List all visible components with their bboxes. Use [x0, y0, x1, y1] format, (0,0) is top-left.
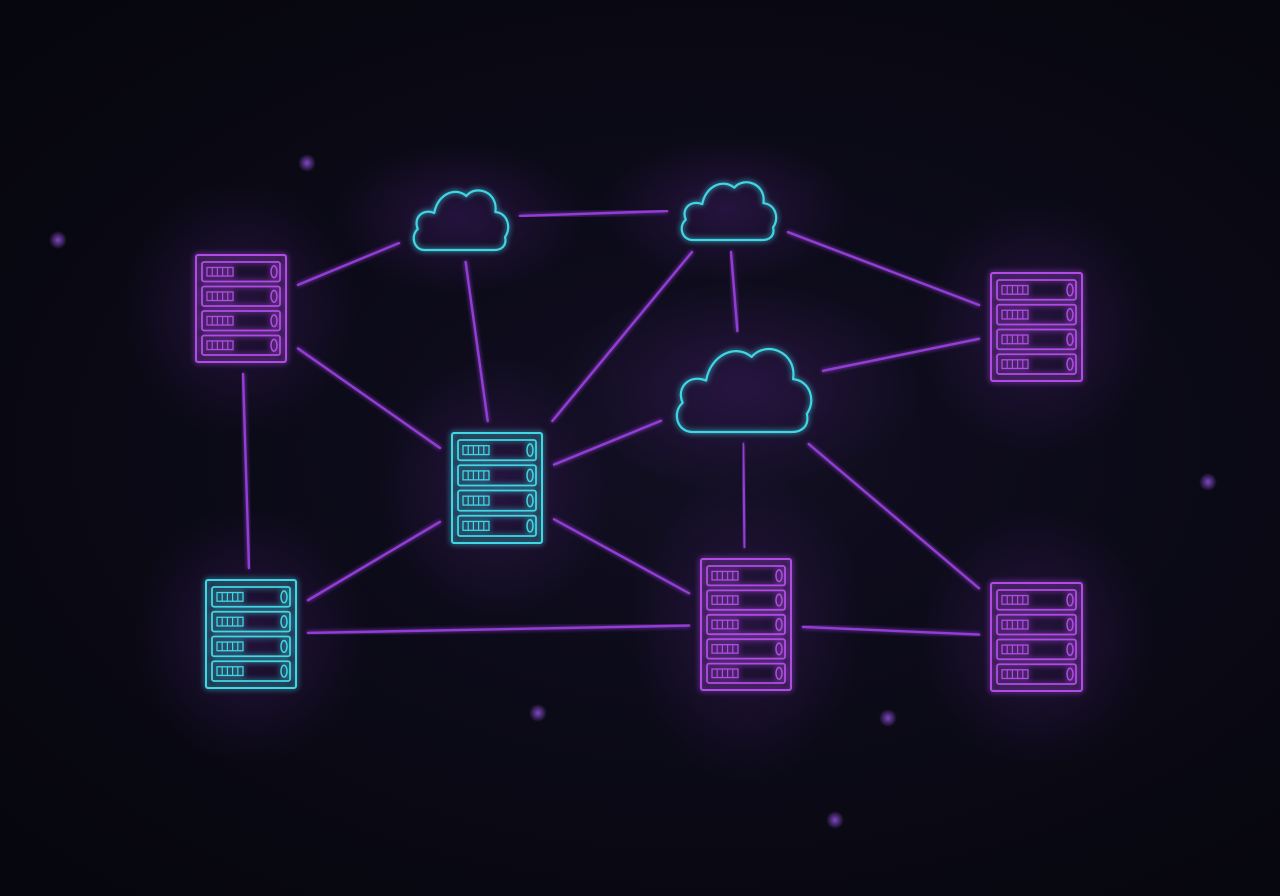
glow-halo [918, 197, 1155, 457]
status-led [270, 289, 278, 303]
status-led [526, 468, 534, 483]
status-led [775, 642, 783, 656]
status-led [775, 593, 783, 607]
status-led [526, 519, 534, 533]
server-slot [706, 613, 786, 636]
glow-particle [529, 704, 547, 722]
server-slot [706, 565, 786, 587]
background-glow-layer [49, 134, 1217, 829]
cloud-top-center-cloud-icon [680, 181, 778, 242]
status-led [775, 617, 783, 632]
server-center-server-icon [451, 432, 543, 544]
status-led [526, 443, 534, 457]
status-led [1066, 357, 1074, 371]
connection-line [801, 625, 981, 636]
connection-line [729, 250, 739, 333]
connection-line [518, 209, 669, 218]
glow-halo [562, 280, 922, 495]
connection-line [306, 520, 442, 602]
server-bottom-center-server-icon [700, 558, 792, 691]
server-slot [996, 638, 1077, 661]
server-slot [457, 439, 537, 462]
server-top-left-server-icon [195, 254, 287, 363]
server-slot [706, 638, 786, 660]
status-led [1066, 332, 1074, 347]
server-slot [996, 589, 1077, 611]
connection-line [807, 442, 981, 590]
connection-line [296, 241, 401, 287]
glow-halo [601, 134, 854, 284]
connection-line [786, 230, 981, 307]
connection-line [552, 518, 691, 595]
connection-line [552, 419, 663, 466]
server-slot [706, 662, 786, 684]
glow-particle [1199, 473, 1217, 491]
server-slot [996, 663, 1077, 685]
glow-halo [629, 467, 863, 782]
connection-line [296, 347, 442, 450]
server-slot [211, 586, 291, 608]
glow-halo [380, 356, 614, 620]
server-top-right-server-icon [990, 272, 1083, 382]
server-slot [211, 610, 291, 633]
status-led [1066, 307, 1074, 322]
status-led [280, 590, 288, 604]
server-slot [201, 334, 281, 356]
connection-line [821, 337, 981, 373]
server-slot [996, 303, 1077, 326]
server-bottom-left-server-icon [205, 579, 297, 689]
glow-halo [124, 180, 358, 437]
status-led [526, 493, 534, 508]
server-slot [457, 514, 537, 537]
glow-particle [826, 811, 844, 829]
connection-line [464, 260, 489, 423]
glow-halo [134, 504, 368, 764]
cloud-top-left-cloud-icon [412, 189, 510, 252]
server-slot [201, 285, 281, 307]
status-led [270, 314, 278, 328]
glow-halo [333, 141, 586, 295]
glow-particle [879, 709, 897, 727]
glow-halo [918, 507, 1155, 767]
connection-line [741, 442, 746, 549]
status-led [775, 666, 783, 680]
server-slot [996, 353, 1077, 375]
server-slot [211, 660, 291, 682]
connection-line [241, 372, 251, 570]
server-slot [996, 279, 1077, 301]
connection-line [551, 250, 694, 423]
status-led [270, 265, 278, 279]
server-slot [996, 328, 1077, 351]
glow-particle [49, 231, 67, 249]
server-slot [996, 613, 1077, 636]
status-led [280, 664, 288, 678]
cloud-center-cloud-icon [675, 347, 813, 434]
status-led [1066, 667, 1074, 681]
status-led [1066, 283, 1074, 297]
server-slot [457, 489, 537, 512]
status-led [775, 569, 783, 583]
status-led [280, 614, 288, 629]
status-led [280, 639, 288, 654]
server-slot [211, 635, 291, 658]
connection-line [306, 624, 691, 635]
nodes-layer [195, 181, 1083, 692]
status-led [270, 338, 278, 352]
glow-particle [298, 154, 316, 172]
connections-layer [241, 209, 1038, 636]
server-slot [201, 310, 281, 332]
server-bottom-right-server-icon [990, 582, 1083, 692]
status-led [1066, 593, 1074, 607]
status-led [1066, 617, 1074, 632]
server-slot [706, 589, 786, 611]
status-led [1066, 642, 1074, 657]
server-slot [457, 464, 537, 487]
server-slot [201, 261, 281, 283]
